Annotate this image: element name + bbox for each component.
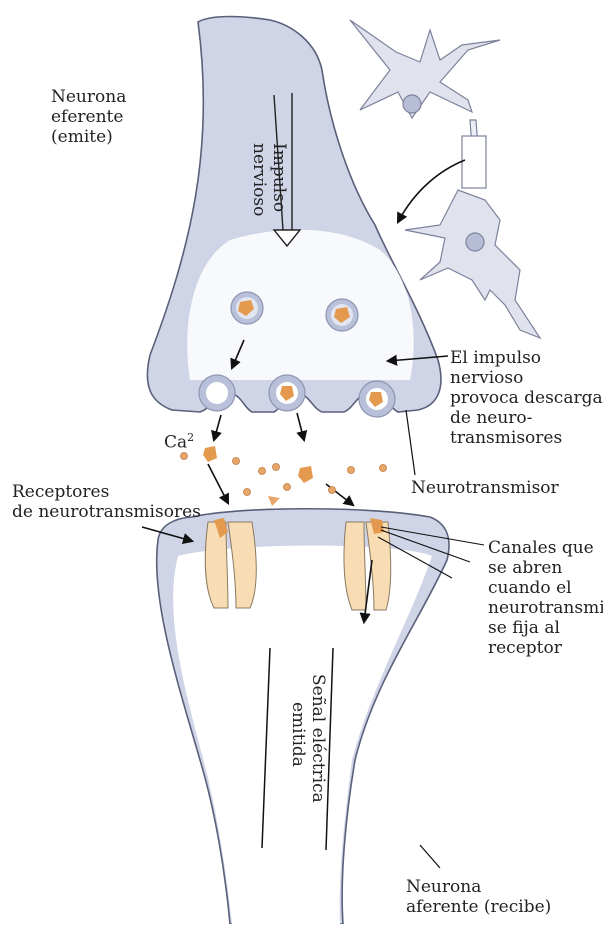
impulse-label-line: nervioso	[249, 143, 269, 216]
afferent-neuron-label: Neurona aferente (recibe)	[406, 877, 551, 917]
receptors-label: Receptores de neurotransmisores	[12, 482, 201, 522]
release-label: El impulso nervioso provoca descarga de …	[450, 348, 603, 448]
neurotransmitter-molecule	[203, 446, 217, 462]
release-arrow	[297, 413, 304, 440]
signal-label-line: Señal eléctrica	[308, 674, 328, 803]
calcium-label: Ca2	[164, 428, 194, 453]
vesicle	[231, 292, 263, 324]
channels-label: Canales que se abren cuando el neurotran…	[488, 538, 603, 658]
release-label-line: El impulso	[450, 348, 603, 368]
docked-vesicle	[199, 375, 235, 411]
afferent-label-line: Neurona	[406, 877, 551, 897]
release-label-line: transmisores	[450, 428, 603, 448]
impulse-label: Impulso nervioso	[249, 143, 289, 216]
impulse-label-line: Impulso	[269, 143, 289, 216]
channels-label-line: receptor	[488, 638, 603, 658]
neurotransmitter-molecule	[298, 466, 313, 483]
docked-vesicle	[359, 381, 395, 417]
efferent-neuron-label: Neurona eferente (emite)	[51, 87, 126, 147]
release-label-line: de neuro-	[450, 408, 603, 428]
efferent-label-line: eferente	[51, 107, 126, 127]
bind-arrow	[208, 464, 228, 503]
afferent-callout-line	[420, 845, 440, 868]
afferent-label-line: aferente (recibe)	[406, 897, 551, 917]
signal-label: Señal eléctrica emitida	[288, 674, 328, 803]
channels-label-line: Canales que	[488, 538, 603, 558]
presynaptic-cytoplasm	[187, 230, 414, 380]
calcium-symbol: Ca	[164, 433, 187, 453]
release-arrow	[214, 415, 221, 440]
release-label-line: provoca descarga	[450, 388, 603, 408]
release-label-line: nervioso	[450, 368, 603, 388]
vesicle	[326, 299, 358, 331]
efferent-label-line: (emite)	[51, 127, 126, 147]
channels-label-line: se fija al	[488, 618, 603, 638]
neurotransmitter-label: Neurotransmisor	[411, 478, 559, 498]
calcium-superscript: 2	[187, 431, 194, 444]
signal-label-line: emitida	[288, 674, 308, 803]
efferent-label-line: Neurona	[51, 87, 126, 107]
channels-label-line: neurotransmisor	[488, 598, 603, 618]
receptors-label-line: de neurotransmisores	[12, 502, 201, 522]
neurotransmitter-molecule	[268, 496, 280, 506]
receptors-label-line: Receptores	[12, 482, 201, 502]
channels-label-line: cuando el	[488, 578, 603, 598]
neurotransmitter-callout-line	[406, 410, 415, 475]
channels-label-line: se abren	[488, 558, 603, 578]
docked-vesicle	[269, 375, 305, 411]
